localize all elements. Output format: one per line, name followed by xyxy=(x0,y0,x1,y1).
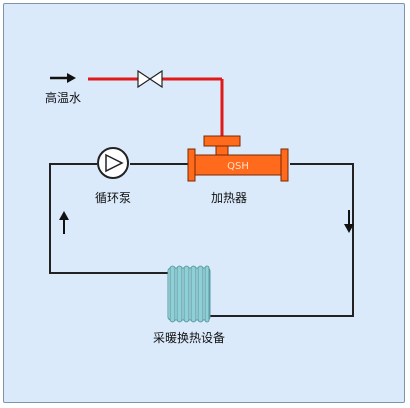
heater-label: 加热器 xyxy=(211,191,248,205)
hot-water-pipe xyxy=(88,77,224,136)
arrow-down-icon xyxy=(344,210,354,233)
arrow-up-icon xyxy=(59,211,69,234)
heat-exchange-equipment-label: 采暖换热设备 xyxy=(153,331,226,345)
heater-icon: QSH xyxy=(187,135,289,182)
pump-icon xyxy=(97,147,129,179)
circulation-pump-label: 循环泵 xyxy=(95,191,132,205)
arrow-right-icon xyxy=(50,73,76,83)
hot-water-label: 高温水 xyxy=(45,91,82,105)
radiator-icon xyxy=(167,265,211,323)
gate-valve-icon xyxy=(137,69,163,89)
diagram-frame xyxy=(3,3,405,403)
circulation-loop-pipe xyxy=(49,163,354,317)
heater-badge: QSH xyxy=(227,161,249,172)
